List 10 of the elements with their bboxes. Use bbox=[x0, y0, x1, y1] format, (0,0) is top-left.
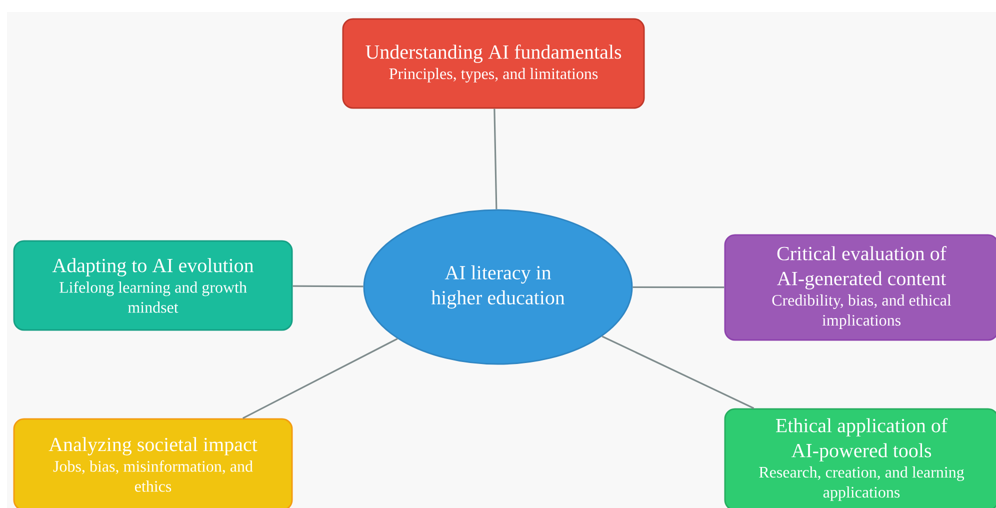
connector-line bbox=[292, 285, 364, 288]
topic-box: Adapting to AI evolution Lifelong learning and growth mindset bbox=[13, 240, 293, 331]
topic-box: Understanding AI fundamentals Principles, types, and limitations bbox=[342, 18, 645, 109]
connector-line bbox=[632, 286, 724, 288]
topic-box: Analyzing societal impact Jobs, bias, misinformation, and ethics bbox=[13, 418, 293, 508]
connector-line bbox=[242, 338, 398, 419]
topic-box: Ethical application of AI-powered tools Research, creation, and learning applications bbox=[724, 408, 996, 508]
connector-line bbox=[494, 108, 498, 210]
topic-box: Critical evaluation of AI-generated content Credibility, bias, and ethical implications bbox=[724, 234, 996, 341]
connector-line bbox=[602, 336, 754, 409]
